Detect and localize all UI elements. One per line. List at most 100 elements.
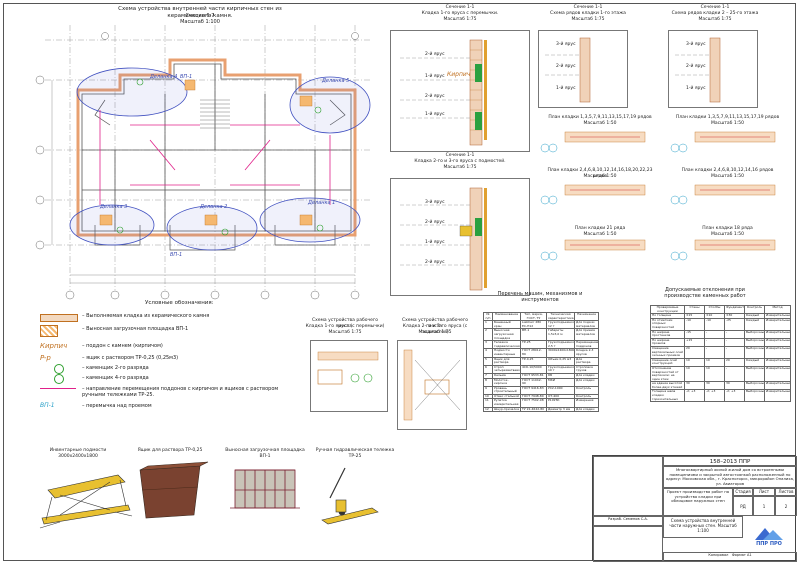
stage-value: РД	[733, 496, 753, 516]
table-row: Смещение вертикальных осей оконных проем…	[650, 345, 791, 359]
row-plan-title-1: План кладки 1,3,5,7,9,11,13,15,17,19 ряд…	[548, 115, 652, 120]
sheet-title: Схема устройства внутренней части наружн…	[663, 516, 743, 538]
level-label: 2-й ярус	[556, 64, 576, 69]
level-label: 3-й ярус	[686, 42, 706, 47]
legend-item: – Выносная загрузочная площадка ВП-1	[40, 325, 260, 337]
grip-label-2: Деланка 2	[200, 204, 228, 210]
company-logo: ППР ПРО	[749, 524, 789, 552]
machines-table-title: Перечень машин, механизмов и инструменто…	[497, 291, 583, 303]
level-label: 2-й ярус	[425, 52, 445, 57]
doc-code: 158–2013 ППР	[663, 456, 797, 466]
section-2-subtitle: Кладка 2-го и 3-го яруса с подмостей.	[414, 159, 506, 164]
legend-platform-swatch	[40, 325, 58, 337]
legend-item: Кирпич – поддон с камнем (кирпичом)	[40, 342, 163, 350]
section-2-scale: Масштаб 1:75	[443, 165, 477, 170]
level-label: 2-й ярус	[425, 220, 445, 225]
stage-header: Стадия	[733, 488, 753, 496]
photo-caption-1: Инвентарные подмости 3000х2400х1800	[49, 448, 107, 459]
vp-label-1: ВП-1	[180, 74, 193, 80]
section-1-scale: Масштаб 1:75	[443, 17, 477, 22]
tolerance-table-title: Допускаемые отклонения при производстве …	[664, 287, 746, 299]
format-row: Копировал Формат А1	[663, 552, 797, 562]
legend-brick-symbol: Кирпич	[40, 342, 68, 350]
legend-title: Условные обозначения:	[145, 300, 214, 306]
grip-label-1: Деланка 1	[308, 200, 336, 206]
sheets-header: Листов	[775, 488, 797, 496]
table-row: По отметкам опорных поверхностей-10-10-2…	[650, 317, 791, 331]
project-description: Многоквартирный жилой жилой дом со встро…	[663, 466, 797, 488]
sheet-header: Лист	[753, 488, 775, 496]
level-label: 3-й ярус	[556, 42, 576, 47]
row-plan-title-3: План кладки 2,4,6,8,10,12,14,16,18,20,22…	[547, 168, 653, 179]
section-1-subtitle: Кладка 1-го яруса с перемычки.	[421, 11, 499, 16]
level-label: 2-й ярус	[425, 260, 445, 265]
legend: – Выполняемая кладка из керамического ка…	[40, 312, 290, 432]
row-plan-title-2: План кладки 1,3,5,7,9,11,13,15,17,19 ряд…	[675, 115, 780, 120]
title-block: 158–2013 ППР Многоквартирный жилой жилой…	[592, 455, 797, 562]
row-plan-title-4: План кладки 2,4,6,8,10,12,14,16 рядов	[681, 168, 774, 173]
sheet-frame	[3, 3, 796, 561]
level-label: 1-й ярус	[686, 86, 706, 91]
row-plan-scale-6: Масштаб 1:50	[711, 232, 744, 237]
grip-label-3: Деланка 3	[100, 204, 128, 210]
vp-label-2: ВП-1	[170, 252, 183, 258]
legend-mason4-symbol	[54, 374, 64, 384]
photo-caption-3: Выносная загрузочная площадка ВП-1	[225, 448, 305, 459]
sheets-value: 2	[775, 496, 797, 516]
section-4-title: Сечение 1-1	[700, 5, 730, 10]
revisions-area	[593, 456, 663, 516]
workplace-2-scale: Масштаб 1:75	[418, 330, 452, 335]
legend-wall-swatch	[40, 314, 78, 322]
section-4-scale: Масштаб 1:75	[698, 17, 732, 22]
legend-item: – каменщик 2-го разряда	[40, 364, 260, 375]
section-4-subtitle: Схема рядов кладки 2 – 25-го этажа	[671, 11, 759, 16]
section-1-title: Сечение 1-1	[445, 5, 475, 10]
row-plan-title-6: План кладки 18 ряда	[702, 226, 753, 231]
legend-item: P-p – ящик с раствором ТР-0,25 (0,25м3)	[40, 354, 179, 362]
legend-vp-symbol: ВП-1	[40, 402, 55, 409]
legend-item: – каменщик 4-го разряда	[40, 374, 260, 385]
photo-caption-2: Ящик для раствора ТР-0,25	[137, 448, 203, 453]
sheet-value: 1	[753, 496, 775, 516]
row-plan-scale-5: Масштаб 1:50	[583, 232, 617, 237]
workplace-1-subtitle: Кладка 1-го яруса (с перемычки)	[305, 324, 385, 329]
level-label: 2-й ярус	[686, 64, 706, 69]
row-plan-title-5: План кладки 21 ряда	[574, 226, 626, 231]
legend-arrow-symbol	[40, 388, 76, 389]
developer-row: Разраб. Семенов С.А.	[593, 516, 663, 526]
table-row: Отклонение поверхностей от вертикали: на…	[650, 365, 791, 383]
level-label: 1-й ярус	[425, 112, 445, 117]
section-3-scale: Масштаб 1:75	[571, 17, 605, 22]
legend-item: – Выполняемая кладка из керамического ка…	[40, 312, 260, 323]
section-3-title: Сечение 1-1	[573, 5, 603, 10]
level-label: 1-й ярус	[425, 240, 445, 245]
legend-mason2-symbol	[54, 364, 64, 374]
table-row: Толщина швов кладки: горизонтальных-2; +…	[650, 389, 791, 403]
brick-marker: Кирпич	[447, 71, 471, 78]
workplace-1-scale: Масштаб 1:75	[328, 330, 362, 335]
workplace-2-title: Схема устройства рабочего места	[401, 318, 469, 329]
level-label: 2-й ярус	[425, 94, 445, 99]
section-3-subtitle: Схема рядов кладки 1-го этажа	[550, 11, 626, 16]
level-label: 1-й ярус	[556, 86, 576, 91]
project-subject: Проект производства работ на устройство …	[663, 488, 733, 516]
plan-title: Схема устройства внутренней части кирпич…	[118, 6, 282, 19]
